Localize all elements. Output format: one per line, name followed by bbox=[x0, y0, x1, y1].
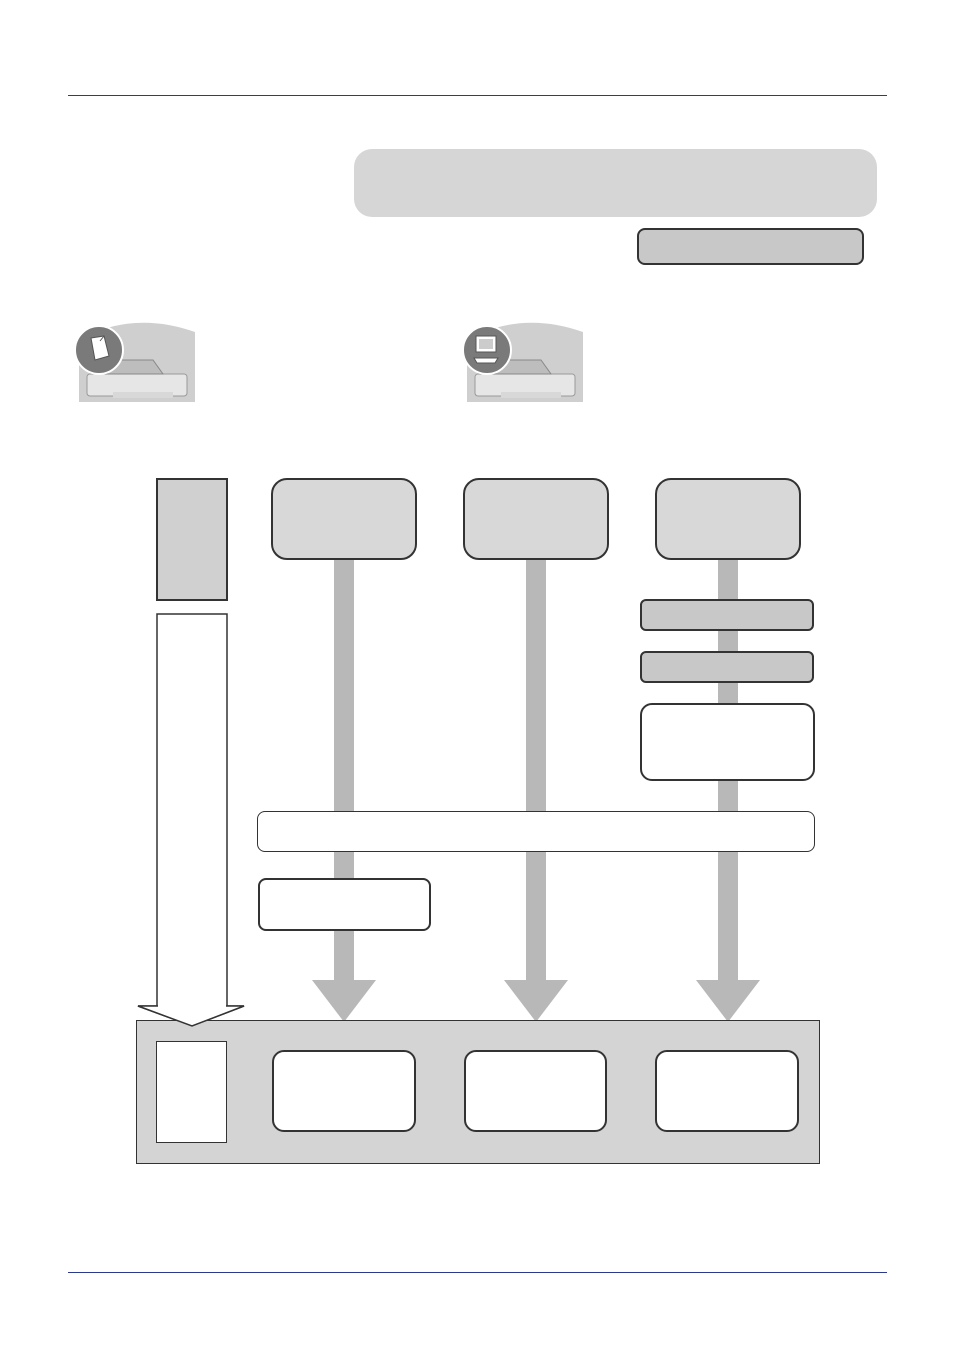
document-scan-icon bbox=[73, 316, 197, 404]
destination-box-1 bbox=[272, 1050, 416, 1132]
step-3 bbox=[640, 703, 815, 781]
shaft-2 bbox=[526, 560, 546, 982]
header-banner bbox=[354, 149, 877, 217]
side-box bbox=[258, 878, 431, 931]
shaft-1 bbox=[334, 560, 354, 982]
top-rule bbox=[68, 95, 887, 96]
source-box-2 bbox=[463, 478, 609, 560]
common-bar bbox=[257, 811, 815, 852]
computer-scan-icon bbox=[461, 316, 585, 404]
source-box-1 bbox=[271, 478, 417, 560]
step-2 bbox=[640, 651, 814, 683]
bottom-rule bbox=[68, 1272, 887, 1273]
source-box-3 bbox=[655, 478, 801, 560]
destination-box-2 bbox=[464, 1050, 607, 1132]
header-badge bbox=[637, 228, 864, 265]
bottom-left-box bbox=[156, 1041, 227, 1143]
left-column-top bbox=[156, 478, 228, 601]
step-1 bbox=[640, 599, 814, 631]
destination-box-3 bbox=[655, 1050, 799, 1132]
footer-text bbox=[68, 1280, 887, 1300]
